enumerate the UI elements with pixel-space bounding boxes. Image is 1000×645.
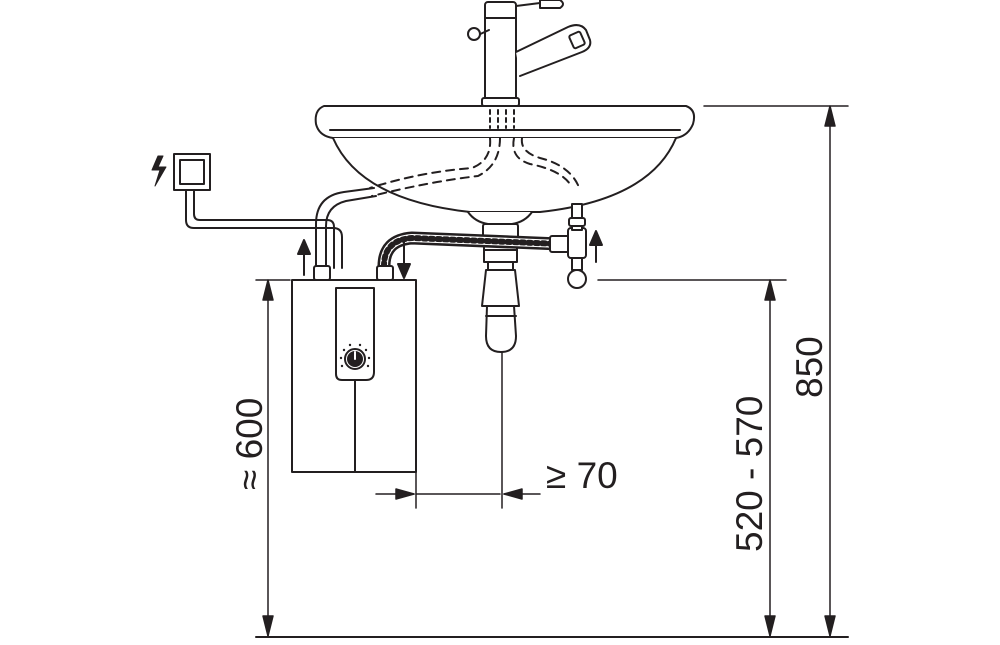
flow-arrow-up bbox=[589, 230, 603, 263]
dimension-unit-height bbox=[255, 279, 291, 637]
label-mount-height: 520 - 570 bbox=[729, 396, 770, 552]
flow-arrow-down bbox=[397, 241, 411, 279]
dimension-basin-height bbox=[703, 105, 849, 637]
water-heater bbox=[291, 265, 417, 473]
label-basin-height: 850 bbox=[789, 336, 830, 398]
label-unit-height: ≈ 600 bbox=[229, 398, 270, 490]
angle-valve bbox=[549, 203, 587, 289]
braided-hose bbox=[377, 231, 567, 273]
dimension-side-clearance bbox=[375, 417, 541, 509]
wash-basin bbox=[314, 105, 696, 225]
dimension-mount-height bbox=[597, 279, 787, 637]
faucet bbox=[467, 0, 592, 107]
label-side-clearance: ≥ 70 bbox=[546, 455, 618, 496]
temperature-dial bbox=[339, 343, 371, 370]
electric-supply-symbol bbox=[151, 155, 167, 187]
hidden-pipes bbox=[369, 137, 581, 197]
flow-arrow-up bbox=[297, 239, 311, 276]
electrical-junction-box bbox=[173, 153, 343, 269]
hot-water-pipe bbox=[315, 187, 375, 267]
